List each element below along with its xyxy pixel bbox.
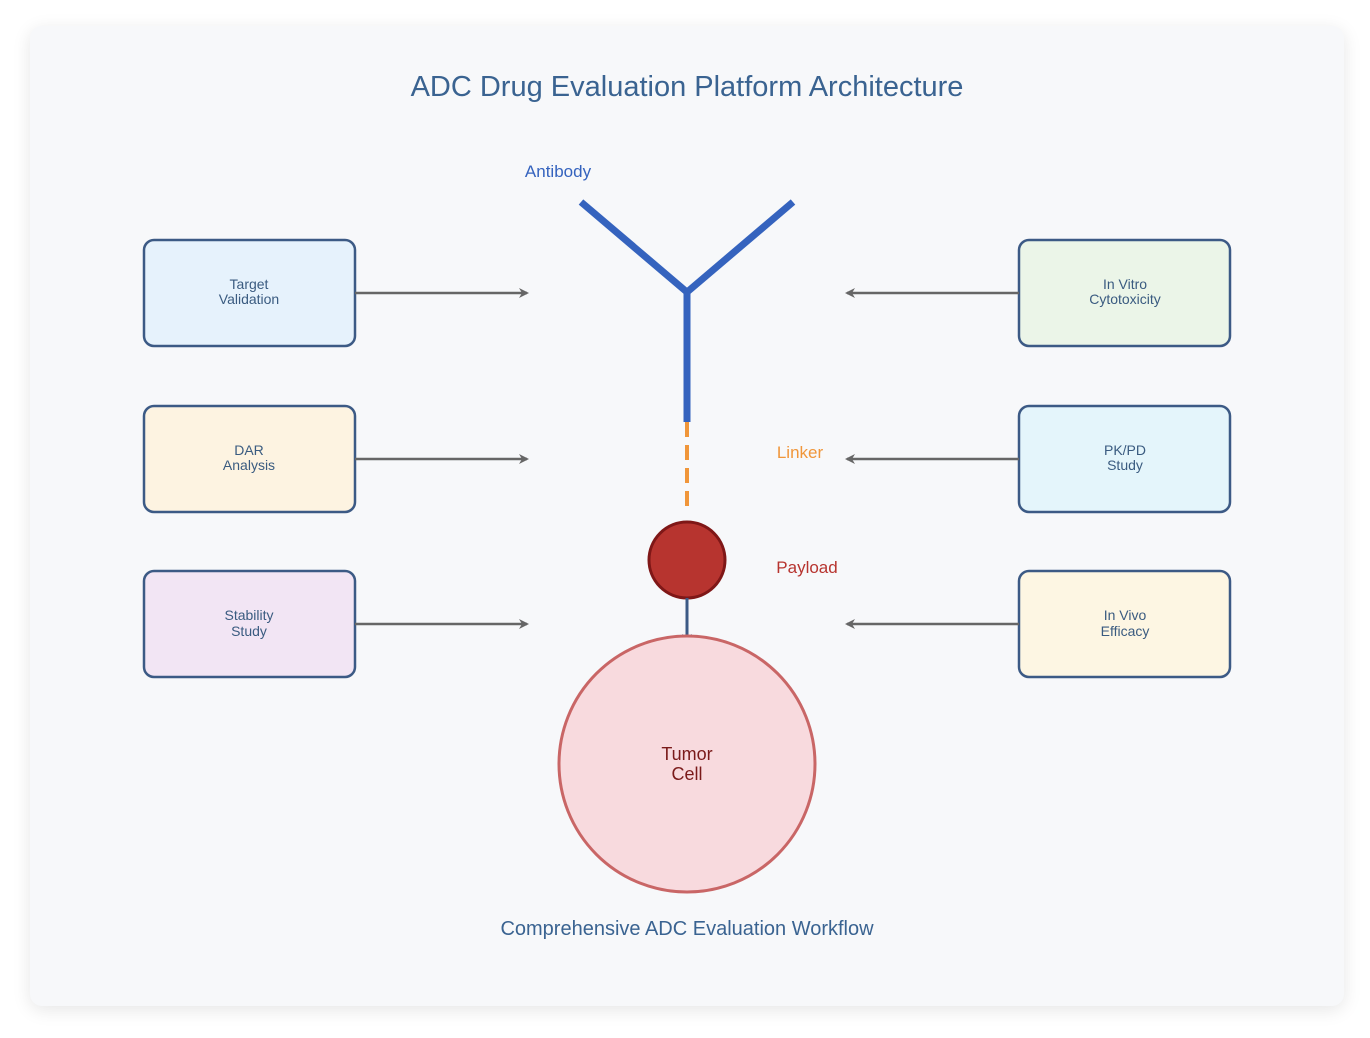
- antibody-right-arm: [683, 199, 796, 296]
- box-label-line2: Analysis: [223, 457, 275, 473]
- antibody-left-arm: [578, 199, 691, 296]
- right-box-in-vivo-efficacy: In Vivo Efficacy: [1017, 569, 1232, 679]
- box-label-line1: PK/PD: [1104, 442, 1146, 458]
- box-label-line1: DAR: [234, 442, 264, 458]
- left-box-dar-analysis: DAR Analysis: [142, 404, 357, 514]
- box-label-line1: In Vitro: [1103, 276, 1147, 292]
- payload-circle: [647, 520, 727, 600]
- left-box-stability-study: Stability Study: [142, 569, 357, 679]
- payload-label: Payload: [776, 558, 837, 577]
- tumor-cell-label-line1: Tumor: [661, 744, 712, 764]
- diagram-title: ADC Drug Evaluation Platform Architectur…: [411, 71, 964, 103]
- box-label-line2: Validation: [219, 291, 279, 307]
- box-label-line2: Study: [1107, 457, 1143, 473]
- tumor-cell-circle: [557, 634, 817, 894]
- left-box-target-validation: Target Validation: [142, 238, 357, 348]
- box-label-line2: Study: [231, 623, 267, 639]
- linker-label: Linker: [777, 443, 824, 462]
- box-label-line1: Stability: [224, 607, 273, 623]
- antibody-label: Antibody: [525, 162, 592, 181]
- box-label-line1: In Vivo: [1104, 607, 1147, 623]
- right-box-pkpd-study: PK/PD Study: [1017, 404, 1232, 514]
- tumor-cell-label-line2: Cell: [671, 764, 702, 784]
- antibody-icon: [578, 199, 796, 422]
- right-box-in-vitro-cytotoxicity: In Vitro Cytotoxicity: [1017, 238, 1232, 348]
- diagram-footer: Comprehensive ADC Evaluation Workflow: [500, 918, 874, 940]
- box-label-line2: Efficacy: [1101, 623, 1150, 639]
- box-label-line1: Target: [230, 276, 269, 292]
- box-label-line2: Cytotoxicity: [1089, 291, 1161, 307]
